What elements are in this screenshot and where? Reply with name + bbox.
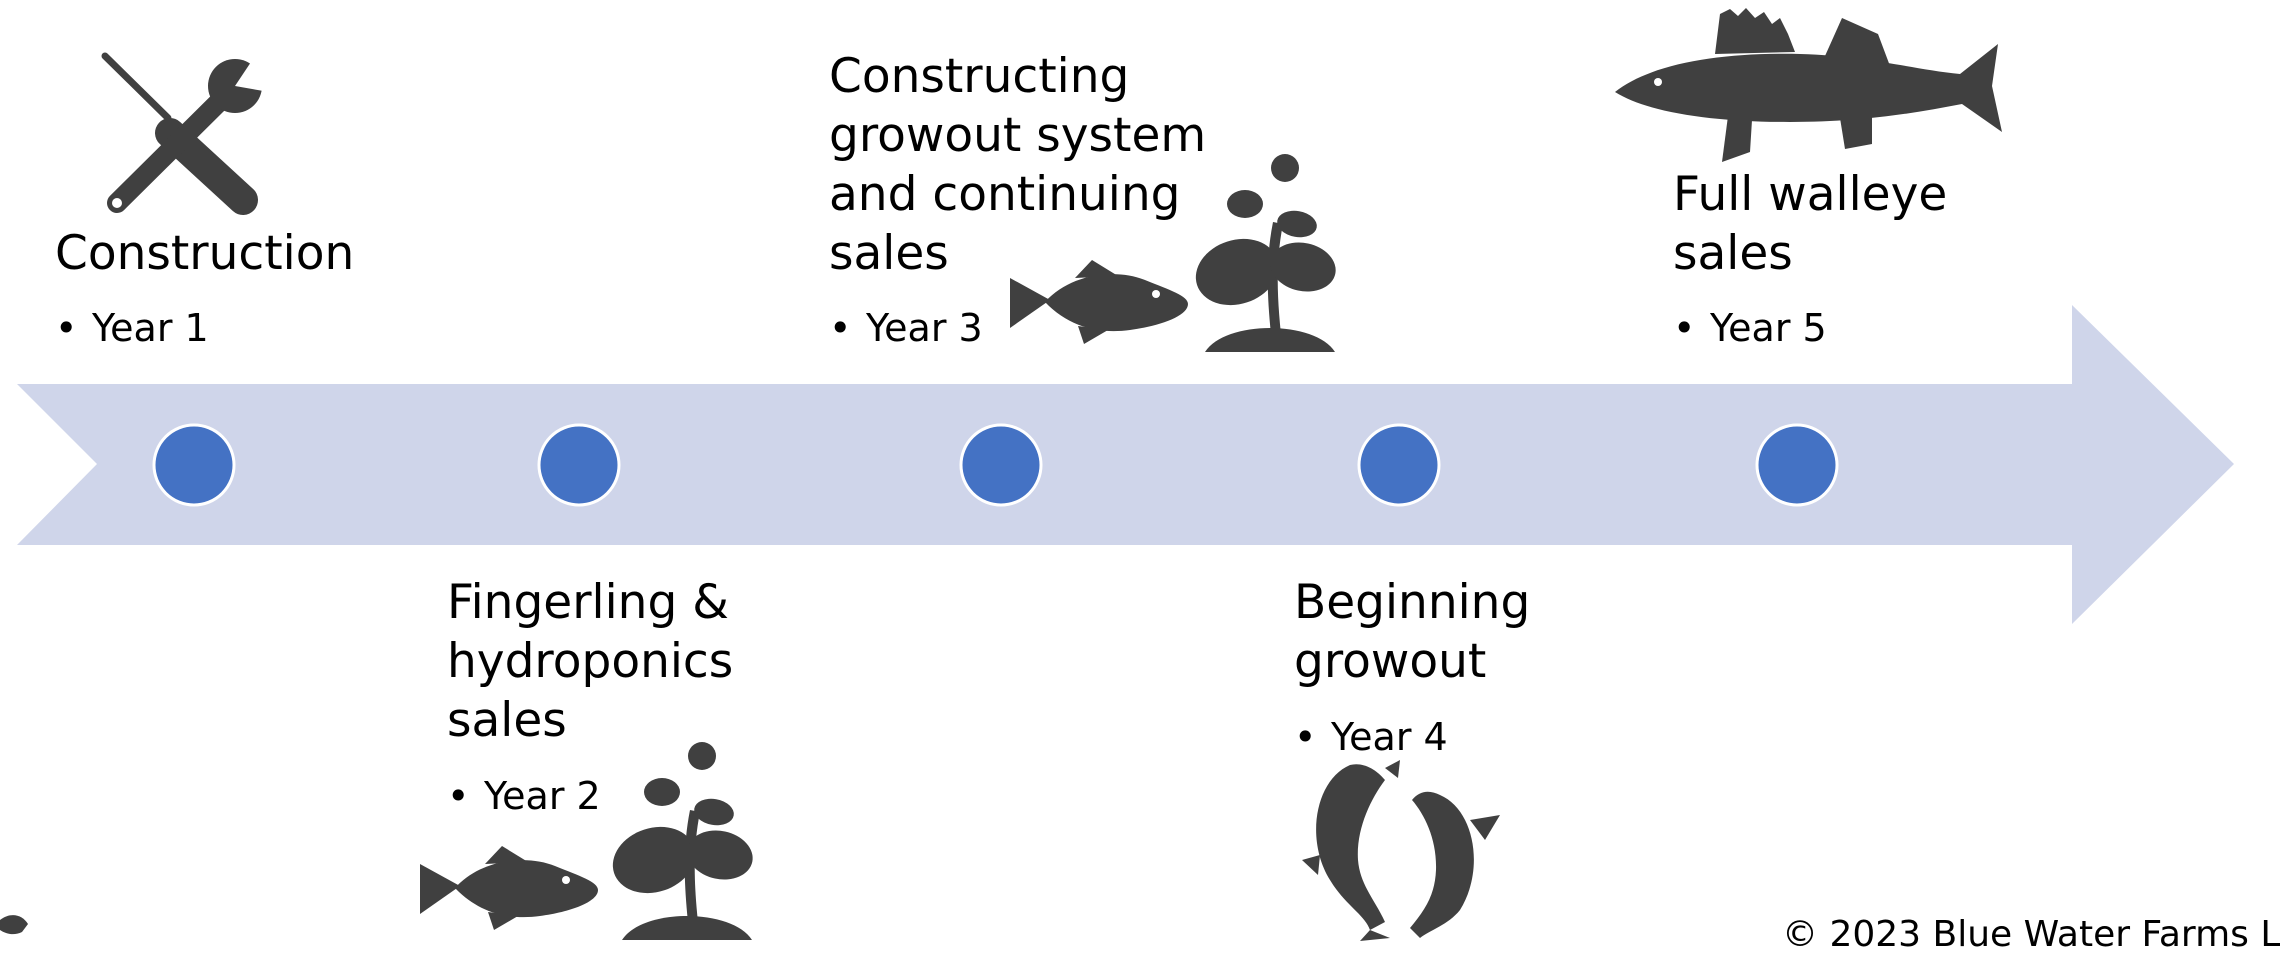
fish-icon xyxy=(1010,260,1188,344)
milestone-title: Beginning growout xyxy=(1294,575,1531,689)
milestone-year-label: Year 4 xyxy=(1294,714,1448,760)
milestone-year-label: Year 1 xyxy=(55,305,209,351)
milestone-title: Fingerling & hydroponics sales xyxy=(447,575,734,748)
timeline-arrow xyxy=(17,305,2234,624)
milestone-year-label: Year 5 xyxy=(1673,305,1827,351)
fish-icon xyxy=(0,915,28,935)
plant-icon xyxy=(1195,154,1336,352)
milestone-title: Construction xyxy=(55,226,355,281)
walleye-icon xyxy=(1615,8,2002,162)
marker-year-1 xyxy=(152,423,236,507)
marker-year-4 xyxy=(1357,423,1441,507)
marker-year-3 xyxy=(959,423,1043,507)
milestone-title: Constructing growout system and continui… xyxy=(829,49,1207,281)
milestone-year-label: Year 2 xyxy=(447,773,601,819)
milestone-bullet: Year 4 xyxy=(1294,714,1448,760)
marker-year-5 xyxy=(1755,423,1839,507)
milestone-bullet: Year 2 xyxy=(447,773,601,819)
milestone-title: Full walleye sales xyxy=(1673,167,1948,281)
plant-icon xyxy=(612,742,753,940)
marker-year-2 xyxy=(537,423,621,507)
milestone-bullet: Year 5 xyxy=(1673,305,1827,351)
fish-icon xyxy=(420,846,598,930)
koi-pair-icon xyxy=(1302,760,1500,941)
milestone-bullet: Year 3 xyxy=(829,305,983,351)
tools-icon xyxy=(101,52,275,215)
milestone-bullet: Year 1 xyxy=(55,305,209,351)
timeline-diagram: Construction Year 1 Fingerling & hydropo… xyxy=(0,0,2242,941)
copyright-text: © 2023 Blue Water Farms L xyxy=(1782,914,2280,955)
milestone-year-label: Year 3 xyxy=(829,305,983,351)
